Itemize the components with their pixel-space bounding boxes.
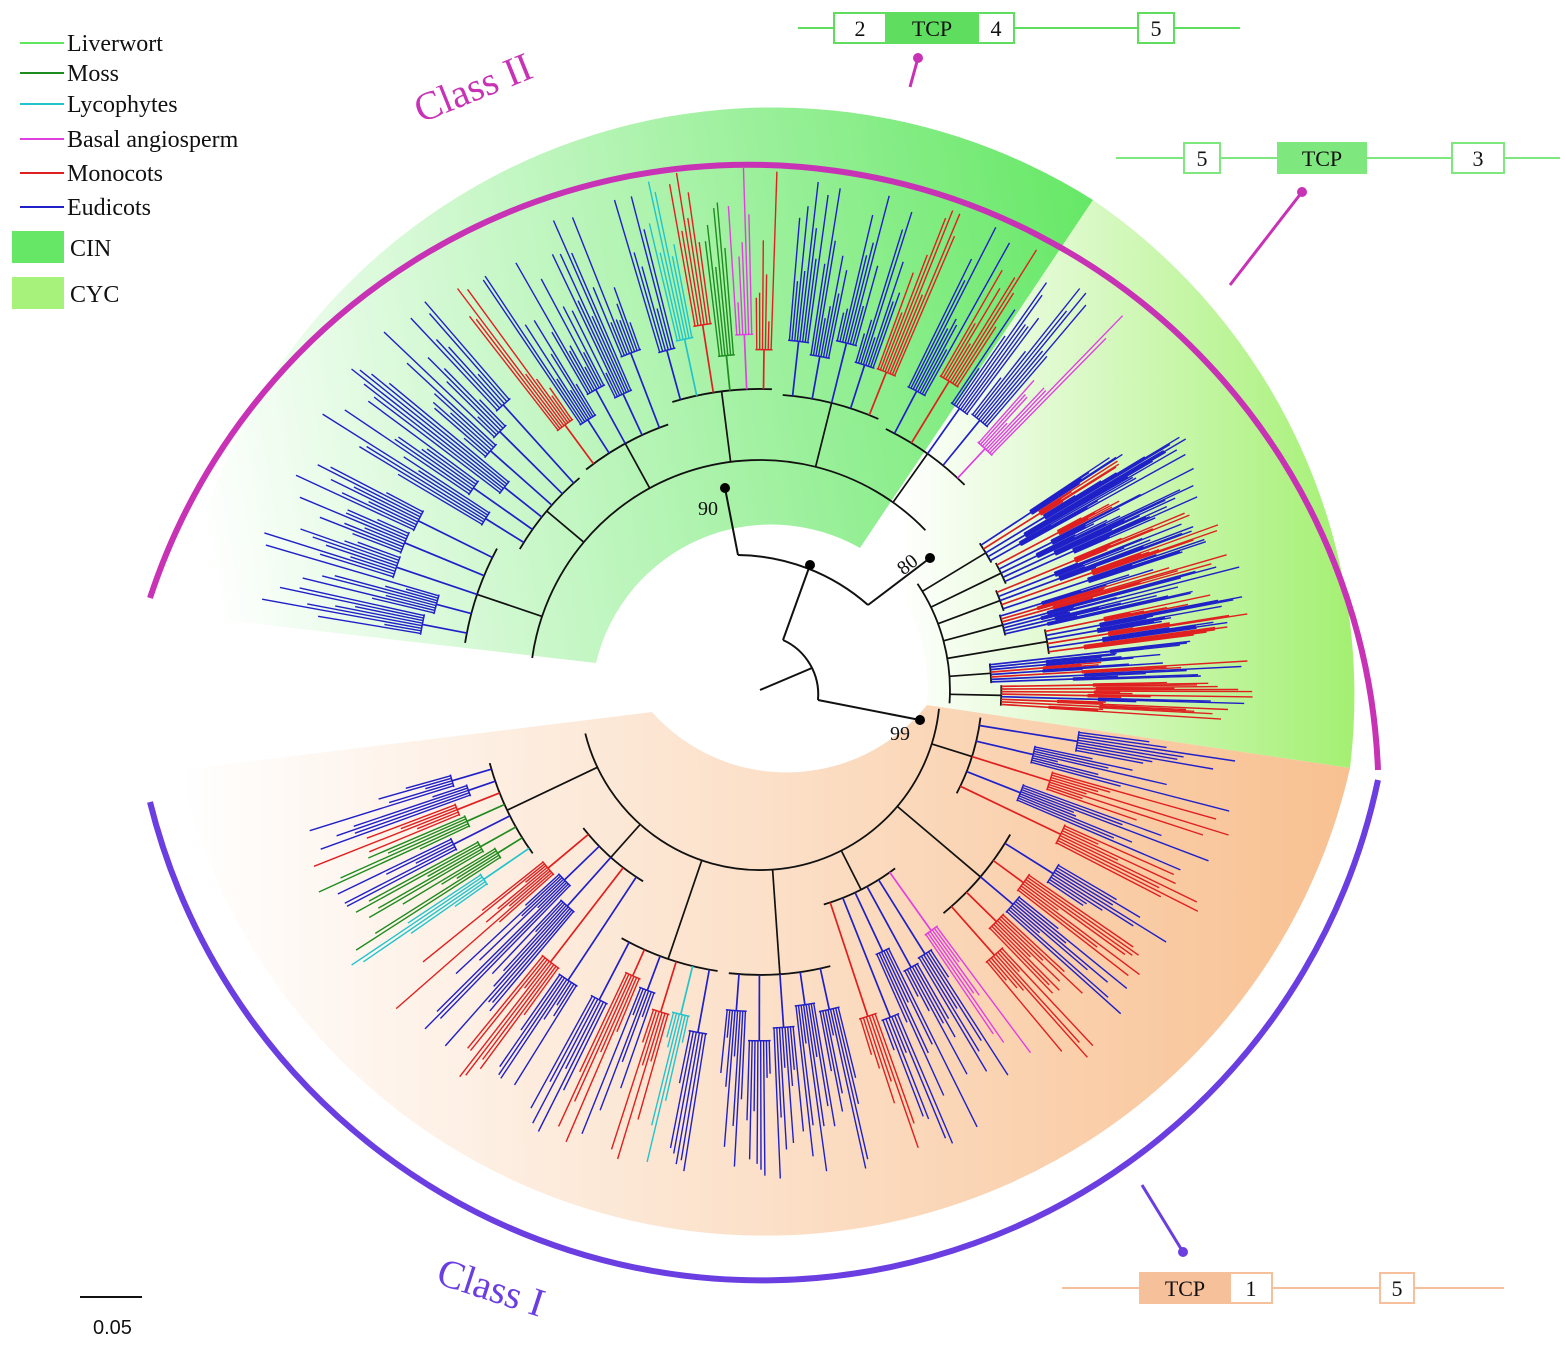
exon-label: 1 <box>1246 1276 1257 1301</box>
node-dot-root-class2 <box>805 560 815 570</box>
node-dot-class1 <box>915 715 925 725</box>
class1-ring <box>147 779 1381 1284</box>
legend-label: Lycophytes <box>67 92 178 118</box>
legend-item-moss: Moss <box>20 61 119 87</box>
tcp-domain-label: TCP <box>912 16 952 41</box>
structure-leaders <box>908 53 1307 1257</box>
class2-ring <box>147 161 1381 771</box>
gene-structure-cyc: 5 TCP 3 <box>1116 142 1560 174</box>
exon-label: 5 <box>1392 1276 1403 1301</box>
legend-label: Liverwort <box>67 31 163 57</box>
bootstrap-label-cin: 90 <box>698 498 718 520</box>
legend-item-monocots: Monocots <box>20 161 163 187</box>
scale-bar: 0.05 <box>80 1296 142 1339</box>
legend-label: CIN <box>70 236 111 262</box>
class2-label: Class II <box>407 44 538 132</box>
legend-item-cin: CIN <box>12 231 111 263</box>
tree-backbone <box>724 487 931 721</box>
exon-label: 5 <box>1197 146 1208 171</box>
legend-label: CYC <box>70 282 119 308</box>
node-dot-cyc <box>925 553 935 563</box>
tree-branches <box>261 166 1253 1179</box>
legend-label: Monocots <box>67 161 163 187</box>
legend-label: Moss <box>67 61 119 87</box>
node-dot-cin <box>720 483 730 493</box>
legend-label: Basal angiosperm <box>67 127 239 153</box>
legend-label: Eudicots <box>67 195 151 221</box>
class1-label: Class I <box>432 1249 551 1326</box>
exon-label: 4 <box>991 16 1002 41</box>
tcp-domain-label: TCP <box>1302 146 1342 171</box>
legend-item-eudicots: Eudicots <box>20 195 151 221</box>
gene-structure-cin: 2 TCP 4 5 <box>798 12 1240 44</box>
legend-item-basal-angiosperm: Basal angiosperm <box>20 127 239 153</box>
legend-item-liverwort: Liverwort <box>20 31 163 57</box>
class1-sector <box>180 705 1350 1236</box>
scale-bar-label: 0.05 <box>93 1317 132 1339</box>
legend-item-cyc: CYC <box>12 277 119 309</box>
legend: Liverwort Moss Lycophytes Basal angiospe… <box>12 31 239 309</box>
gene-structure-class1: TCP 1 5 <box>1062 1272 1504 1304</box>
exon-label: 5 <box>1151 16 1162 41</box>
bootstrap-label-class1: 99 <box>890 723 910 745</box>
exon-label: 2 <box>855 16 866 41</box>
tcp-domain-label: TCP <box>1165 1276 1205 1301</box>
exon-label: 3 <box>1473 146 1484 171</box>
legend-item-lycophytes: Lycophytes <box>20 92 178 118</box>
